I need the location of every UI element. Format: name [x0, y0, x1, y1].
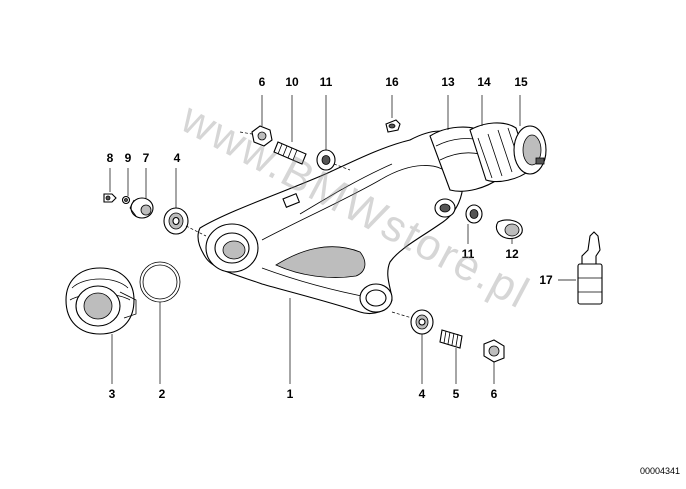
callout-8: 8: [107, 151, 114, 165]
part-17-oil-bottle: [577, 231, 603, 305]
callout-16: 16: [385, 75, 399, 89]
part-5-threaded-pin: [439, 329, 463, 349]
callout-14: 14: [477, 75, 491, 89]
part-3-rubber-boot: [65, 267, 137, 335]
callout-9: 9: [125, 151, 132, 165]
callout-5: 5: [453, 387, 460, 401]
callout-4-upper: 4: [174, 151, 181, 165]
callout-1: 1: [287, 387, 294, 401]
part-11-bush-lower: [465, 204, 483, 224]
callout-3: 3: [109, 387, 116, 401]
part-6-nut-lower: [483, 339, 505, 363]
callout-7: 7: [143, 151, 150, 165]
part-7-cover-cap: [129, 197, 154, 219]
callout-11-upper: 11: [320, 75, 333, 89]
part-2-circlip: [139, 261, 181, 303]
part-6-nut-upper: [251, 125, 273, 147]
part-8-screw: [103, 193, 117, 203]
part-9-washer: [121, 195, 131, 205]
callout-11-lower: 11: [462, 247, 475, 261]
callout-6-upper: 6: [259, 75, 266, 89]
callout-4-lower: 4: [419, 387, 426, 401]
callout-6-lower: 6: [491, 387, 498, 401]
part-1-swing-arm: [197, 130, 464, 315]
callout-15: 15: [514, 75, 528, 89]
callout-2: 2: [159, 387, 166, 401]
leader-lines: [109, 95, 576, 384]
part-10-threaded-pin: [273, 141, 307, 165]
part-11-bush-upper: [316, 149, 336, 171]
callout-12: 12: [505, 247, 519, 261]
part-14-boot: [469, 122, 531, 183]
callout-13: 13: [441, 75, 455, 89]
callout-17: 17: [539, 273, 553, 287]
part-4-bearing-upper: [163, 207, 189, 235]
callout-10: 10: [285, 75, 299, 89]
drawing-id: 00004341: [640, 466, 680, 476]
part-16-bolt: [385, 119, 401, 133]
part-4-bearing-lower: [410, 309, 434, 335]
callout-labels: 6 10 11 16 13 14 15 8 9 7 4 11 12 17 3 2…: [107, 75, 553, 401]
part-12-plug: [495, 219, 523, 240]
part-15-clamp: [513, 125, 547, 175]
